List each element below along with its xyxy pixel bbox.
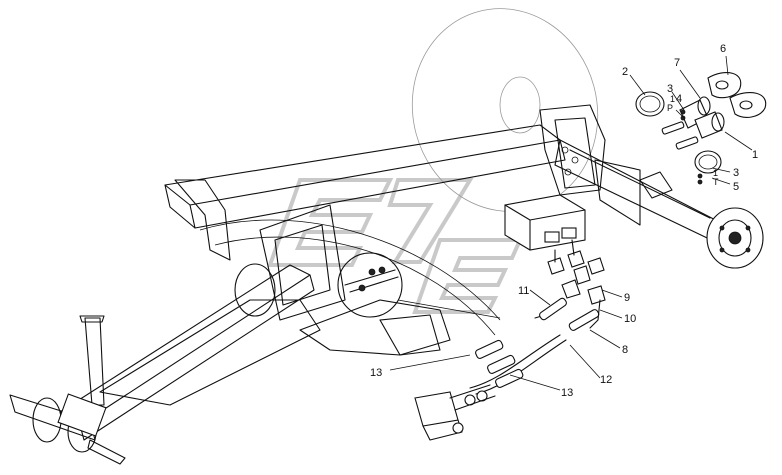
- callout-4: 4: [676, 93, 682, 105]
- valve-fittings: [547, 239, 606, 305]
- callout-labels: 2 3 1 P 4 7 6 1 1 T 3 5 9 10 8 11 12 13 …: [370, 43, 758, 399]
- wheel-outline: [411, 8, 599, 212]
- coupler-t-label: T: [713, 177, 719, 187]
- callout-6: 6: [720, 43, 726, 55]
- jockey-stand: [79, 315, 105, 406]
- detail-zoom-circle: [337, 252, 501, 319]
- rear-axle: [554, 139, 764, 269]
- drawbar-coupling: [9, 393, 126, 465]
- hydraulic-valve-block: [504, 194, 586, 251]
- callout-1: 1: [752, 149, 758, 161]
- callout-3-top: 3: [667, 83, 673, 95]
- watermark-logo: [267, 178, 524, 314]
- callout-11: 11: [518, 285, 529, 297]
- callout-9: 9: [624, 292, 630, 304]
- coupler-p-label: P: [667, 103, 673, 113]
- callout-leaders: [389, 55, 753, 391]
- trailer-chassis-frame: [59, 124, 566, 441]
- callout-2: 2: [622, 66, 628, 78]
- callout-10: 10: [624, 313, 636, 325]
- coupler-p-number: 1: [670, 94, 675, 104]
- coupler-t-number: 1: [713, 168, 718, 178]
- callout-5: 5: [733, 181, 739, 193]
- lower-fittings: [414, 339, 524, 441]
- callout-12: 12: [600, 374, 612, 386]
- callout-8: 8: [622, 344, 628, 356]
- callout-13-right: 13: [561, 387, 573, 399]
- callout-7: 7: [674, 57, 680, 69]
- callout-3-bottom: 3: [733, 167, 739, 179]
- brake-bracket: [539, 104, 641, 226]
- callout-13-left: 13: [370, 367, 382, 379]
- quick-coupler-assembly: [635, 72, 767, 185]
